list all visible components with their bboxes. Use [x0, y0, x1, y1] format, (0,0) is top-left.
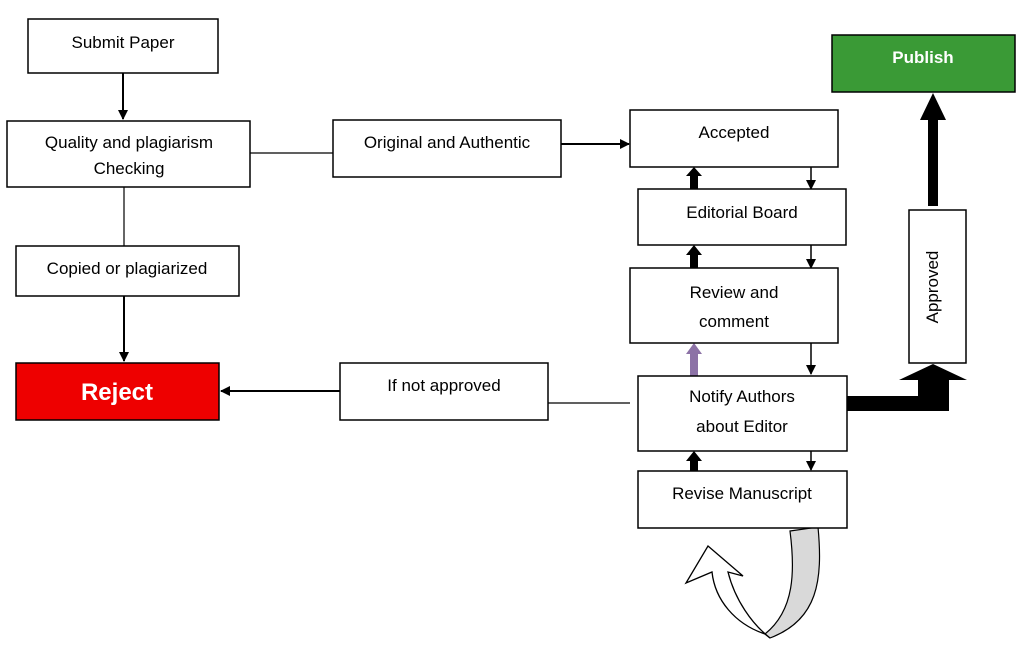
revise-manuscript-box [637, 470, 848, 529]
editorial-board-label: Editorial Board [686, 203, 798, 222]
original-authentic-label: Original and Authentic [364, 133, 531, 152]
review-comment-label-line2: comment [699, 312, 769, 331]
if-not-approved-box [339, 362, 549, 421]
reject-box [15, 362, 220, 421]
thick-arrow-revise-to-notify [686, 451, 702, 471]
publish-label: Publish [892, 48, 953, 67]
approved-label: Approved [923, 251, 942, 324]
loop-arrow-front [684, 545, 771, 639]
review-comment-box [629, 267, 839, 344]
thick-arrow-notify-to-approved [847, 364, 967, 411]
editorial-board-box [637, 188, 847, 246]
thick-arrow-review-to-board [686, 245, 702, 268]
accepted-label: Accepted [699, 123, 770, 142]
notify-authors-label-line2: about Editor [696, 417, 788, 436]
submit-paper-box [27, 18, 219, 74]
copied-plagiarized-label: Copied or plagiarized [47, 259, 208, 278]
copied-plagiarized-box [15, 245, 240, 297]
publish-box [831, 34, 1016, 93]
submit-paper-label: Submit Paper [72, 33, 175, 52]
notify-authors-box [637, 375, 848, 452]
quality-check-box [6, 120, 251, 188]
notify-authors-label-line1: Notify Authors [689, 387, 795, 406]
thick-arrow-board-to-accepted [686, 167, 702, 189]
revise-manuscript-label: Revise Manuscript [672, 484, 812, 503]
if-not-approved-label: If not approved [387, 376, 500, 395]
approved-box [908, 209, 967, 364]
thick-arrow-approved-to-publish [920, 93, 946, 206]
reject-label: Reject [81, 379, 153, 406]
quality-check-label-line1: Quality and plagiarism [45, 133, 213, 152]
loop-arrow-back-face [764, 526, 821, 639]
thick-arrow-notify-to-review [686, 343, 702, 376]
accepted-box [629, 109, 839, 168]
original-authentic-box [332, 119, 562, 178]
review-comment-label-line1: Review and [690, 283, 779, 302]
quality-check-label-line2: Checking [94, 159, 165, 178]
